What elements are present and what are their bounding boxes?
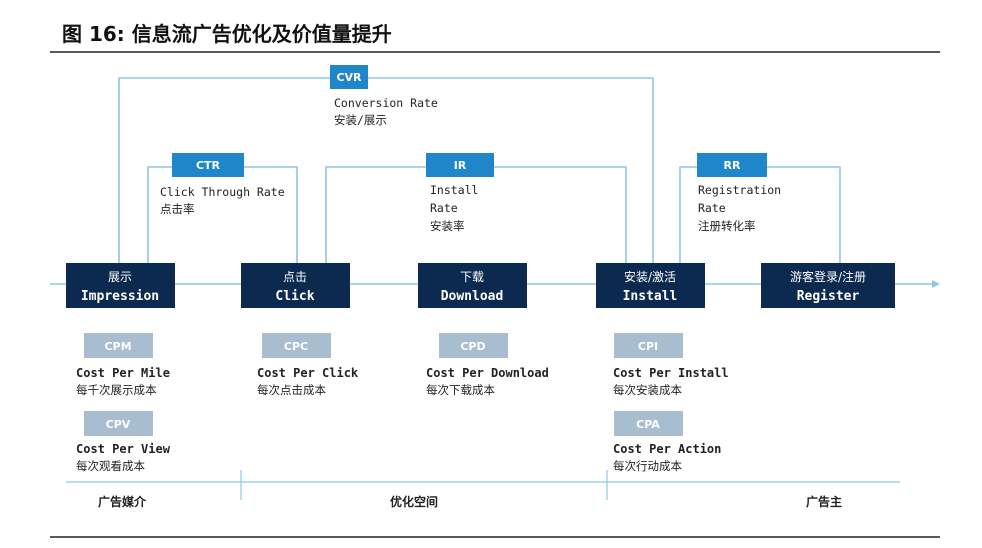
stage-impression-box: [66, 263, 175, 308]
cvr-desc-line-2: 安装/展示: [334, 113, 387, 127]
cpa-tag-label: CPA: [636, 418, 660, 431]
region-label-optimization: 优化空间: [390, 494, 438, 509]
stage-download-en: Download: [441, 289, 504, 304]
stage-install-box: [596, 263, 705, 308]
cpd-tag-label: CPD: [460, 340, 485, 353]
figure-title: 图 16: 信息流广告优化及价值量提升: [62, 22, 392, 46]
stage-click-en: Click: [275, 289, 314, 304]
cpc-tag: [262, 333, 331, 358]
cpc-desc-zh: 每次点击成本: [257, 383, 326, 397]
ir-tag-label: IR: [454, 159, 467, 172]
cpa-tag: [614, 411, 683, 436]
cpi-desc-en: Cost Per Install: [613, 366, 729, 380]
cpc-tag-label: CPC: [284, 340, 308, 353]
rr-tag-label: RR: [724, 159, 741, 172]
stage-click-zh: 点击: [283, 270, 307, 284]
ctr-tag-label: CTR: [196, 159, 221, 172]
stage-click-box: [241, 263, 350, 308]
ctr-desc-line-1: Click Through Rate: [160, 185, 285, 199]
cvr-tag: [330, 65, 368, 89]
cpm-desc-en: Cost Per Mile: [76, 366, 170, 380]
cvr-desc-line-1: Conversion Rate: [334, 96, 438, 110]
ir-desc-line-3: 安装率: [430, 219, 465, 233]
cpa-desc-zh: 每次行动成本: [613, 459, 682, 473]
cvr-tag-label: CVR: [336, 71, 362, 84]
ir-desc-line-2: Rate: [430, 201, 458, 215]
cpm-desc-zh: 每千次展示成本: [76, 383, 157, 397]
cpa-desc-en: Cost Per Action: [613, 442, 721, 456]
cpi-tag-label: CPI: [638, 340, 658, 353]
ir-tag: [426, 153, 494, 177]
stage-impression-en: Impression: [81, 289, 159, 304]
cpv-desc-zh: 每次观看成本: [76, 459, 145, 473]
cpd-desc-en: Cost Per Download: [426, 366, 549, 380]
rr-connector: [679, 166, 841, 263]
cpi-desc-zh: 每次安装成本: [613, 383, 682, 397]
cpd-tag: [439, 333, 508, 358]
cvr-connector: [118, 77, 654, 263]
ctr-tag: [172, 153, 244, 177]
region-label-advertiser: 广告主: [806, 494, 842, 509]
ir-connector: [325, 166, 627, 263]
stage-install-zh: 安装/激活: [624, 269, 676, 284]
cpi-tag: [614, 333, 683, 358]
stage-install-en: Install: [623, 289, 678, 304]
flow-arrowhead: [932, 280, 940, 288]
stage-download-box: [418, 263, 527, 308]
stage-register-en: Register: [797, 289, 860, 304]
region-label-media: 广告媒介: [98, 494, 147, 509]
rr-desc-line-3: 注册转化率: [698, 219, 756, 233]
stage-register-zh: 游客登录/注册: [790, 269, 866, 284]
cpv-tag-label: CPV: [106, 418, 131, 431]
ir-desc-line-1: Install: [430, 183, 478, 197]
stage-impression-zh: 展示: [108, 270, 132, 284]
cpd-desc-zh: 每次下载成本: [426, 383, 495, 397]
cpv-desc-en: Cost Per View: [76, 442, 171, 456]
rr-desc-line-2: Rate: [698, 201, 726, 215]
cpm-tag-label: CPM: [104, 340, 131, 353]
cpc-desc-en: Cost Per Click: [257, 366, 359, 380]
ctr-desc-line-2: 点击率: [160, 202, 195, 216]
rr-tag: [697, 153, 767, 177]
cpm-tag: [84, 333, 153, 358]
rr-desc-line-1: Registration: [698, 183, 781, 197]
stage-register-box: [761, 263, 895, 308]
stage-download-zh: 下载: [460, 270, 484, 284]
cpv-tag: [84, 411, 153, 436]
